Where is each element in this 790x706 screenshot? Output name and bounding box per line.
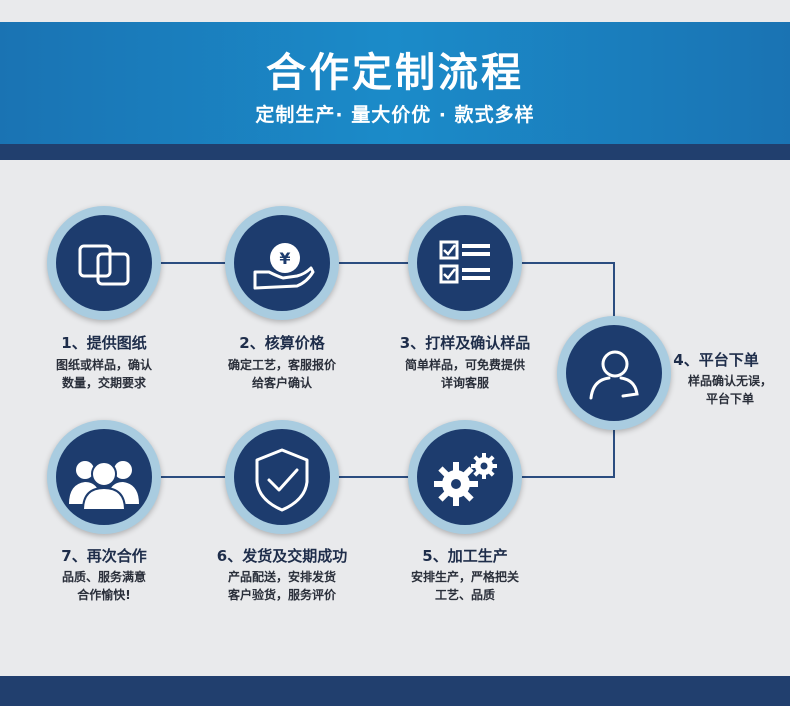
step-5-desc: 安排生产，严格把关 工艺、品质 (389, 568, 541, 604)
step-2-desc: 确定工艺，客服报价 给客户确认 (206, 356, 358, 392)
step-2-circle: ¥ (225, 206, 339, 320)
yen-hand-icon: ¥ (253, 243, 315, 290)
header-banner: 合作定制流程 定制生产· 量大价优 · 款式多样 (0, 22, 790, 144)
step-2-desc-line1: 确定工艺，客服报价 (227, 358, 336, 372)
step-4-title: 4、平台下单 (673, 351, 759, 369)
page-title: 合作定制流程 (266, 50, 524, 96)
step-1-circle (47, 206, 161, 320)
customer-service-icon (589, 350, 639, 400)
step-1-title: 1、提供图纸 (61, 334, 147, 352)
gears-icon (434, 453, 497, 506)
step-4-desc: 样品确认无误， 平台下单 (674, 372, 786, 408)
svg-text:¥: ¥ (279, 249, 290, 268)
page-subtitle: 定制生产· 量大价优 · 款式多样 (255, 104, 535, 126)
step-3-desc-line1: 简单样品，可免费提供 (404, 358, 525, 372)
step-5-desc-line1: 安排生产，严格把关 (410, 570, 519, 584)
step-4-desc-line2: 平台下单 (705, 392, 754, 406)
step-6-title: 6、发货及交期成功 (216, 547, 348, 565)
shield-check-icon (255, 448, 309, 512)
step-5-title: 5、加工生产 (422, 547, 508, 565)
group-users-icon (69, 461, 139, 511)
step-6-desc: 产品配送，安排发货 客户验货，服务评价 (206, 568, 358, 604)
step-2-title: 2、核算价格 (239, 334, 325, 352)
step-3-desc: 简单样品，可免费提供 详询客服 (386, 356, 544, 392)
step-5-desc-line2: 工艺、品质 (434, 588, 495, 602)
step-6-desc-line2: 客户验货，服务评价 (227, 588, 336, 602)
header-divider-band (0, 144, 790, 160)
checklist-icon (439, 240, 490, 284)
step-7-desc: 品质、服务满意 合作愉快! (30, 568, 178, 604)
frames-icon (78, 244, 130, 286)
step-7-desc-line1: 品质、服务满意 (61, 570, 146, 584)
step-6-circle (225, 420, 339, 534)
step-2-desc-line2: 给客户确认 (251, 376, 312, 390)
step-7-desc-line2: 合作愉快! (77, 588, 131, 602)
step-7-circle (47, 420, 161, 534)
step-7-title: 7、再次合作 (61, 547, 147, 565)
step-6-desc-line1: 产品配送，安排发货 (227, 570, 336, 584)
step-3-circle (408, 206, 522, 320)
step-3-title: 3、打样及确认样品 (399, 334, 531, 352)
step-5-circle (408, 420, 522, 534)
step-4-desc-line1: 样品确认无误， (687, 374, 772, 388)
step-1-desc-line2: 数量，交期要求 (61, 376, 146, 390)
step-4-circle (557, 316, 671, 430)
step-3-desc-line2: 详询客服 (440, 376, 489, 390)
footer-band (0, 676, 790, 706)
step-1-desc: 图纸或样品，确认 数量，交期要求 (30, 356, 178, 392)
step-1-desc-line1: 图纸或样品，确认 (55, 358, 152, 372)
